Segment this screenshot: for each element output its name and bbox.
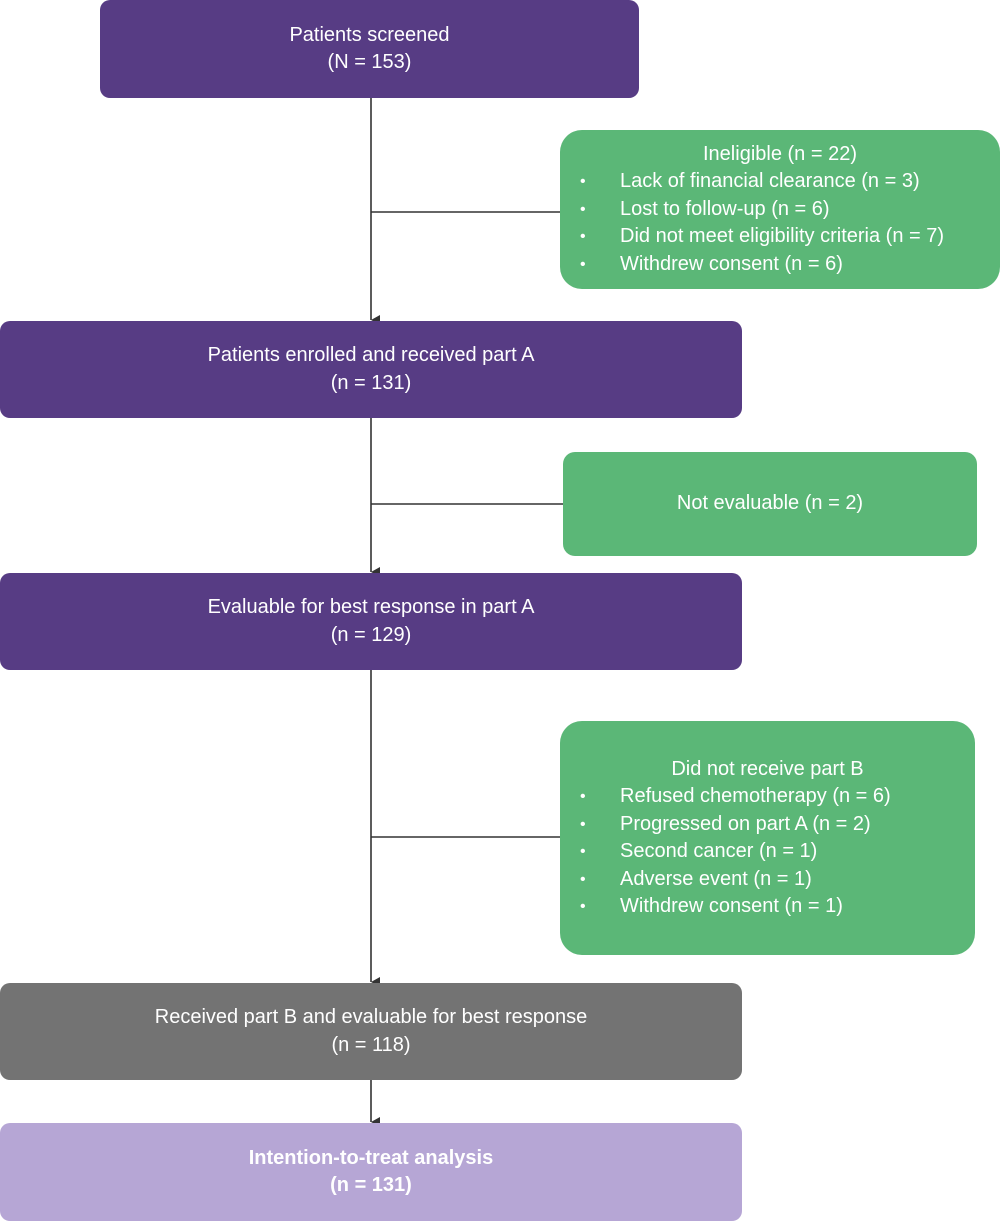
no-partb-reason: Progressed on part A (n = 2): [560, 811, 975, 839]
no-partb-title: Did not receive part B: [671, 757, 864, 780]
partb-count: (n = 118): [331, 1033, 411, 1056]
box-not-evaluable: Not evaluable (n = 2): [563, 452, 977, 556]
ineligible-reason: Did not meet eligibility criteria (n = 7…: [560, 223, 1000, 251]
screened-count: (N = 153): [327, 51, 412, 73]
box-patients-screened: Patients screened (N = 153): [100, 0, 639, 98]
enrolled-count: (n = 131): [330, 371, 412, 394]
ineligible-title: Ineligible (n = 22): [703, 142, 857, 165]
no-partb-reason: Second cancer (n = 1): [560, 838, 975, 866]
box-ineligible: Ineligible (n = 22) Lack of financial cl…: [560, 130, 1000, 289]
box-intention-to-treat: Intention-to-treat analysis (n = 131): [0, 1123, 742, 1221]
box-evaluable-part-a: Evaluable for best response in part A (n…: [0, 573, 742, 670]
ineligible-reason: Withdrew consent (n = 6): [560, 251, 1000, 279]
evaluable-count: (n = 129): [330, 623, 412, 646]
evaluable-label: Evaluable for best response in part A: [207, 596, 535, 618]
not-evaluable-title: Not evaluable (n = 2): [676, 492, 864, 515]
box-did-not-receive-part-b: Did not receive part B Refused chemother…: [560, 721, 975, 955]
no-partb-reason: Refused chemotherapy (n = 6): [560, 783, 975, 811]
partb-label: Received part B and evaluable for best r…: [154, 1006, 588, 1028]
ineligible-reason: Lost to follow-up (n = 6): [560, 196, 1000, 224]
ineligible-reason: Lack of financial clearance (n = 3): [560, 168, 1000, 196]
no-partb-reason: Adverse event (n = 1): [560, 866, 975, 894]
ineligible-list: Lack of financial clearance (n = 3) Lost…: [560, 168, 1000, 278]
enrolled-label: Patients enrolled and received part A: [207, 344, 535, 366]
box-patients-enrolled: Patients enrolled and received part A (n…: [0, 321, 742, 418]
itt-count: (n = 131): [330, 1174, 412, 1196]
box-received-part-b: Received part B and evaluable for best r…: [0, 983, 742, 1080]
screened-label: Patients screened: [289, 23, 450, 46]
no-partb-reason: Withdrew consent (n = 1): [560, 893, 975, 921]
no-partb-list: Refused chemotherapy (n = 6) Progressed …: [560, 783, 975, 921]
itt-label: Intention-to-treat analysis: [248, 1146, 494, 1169]
